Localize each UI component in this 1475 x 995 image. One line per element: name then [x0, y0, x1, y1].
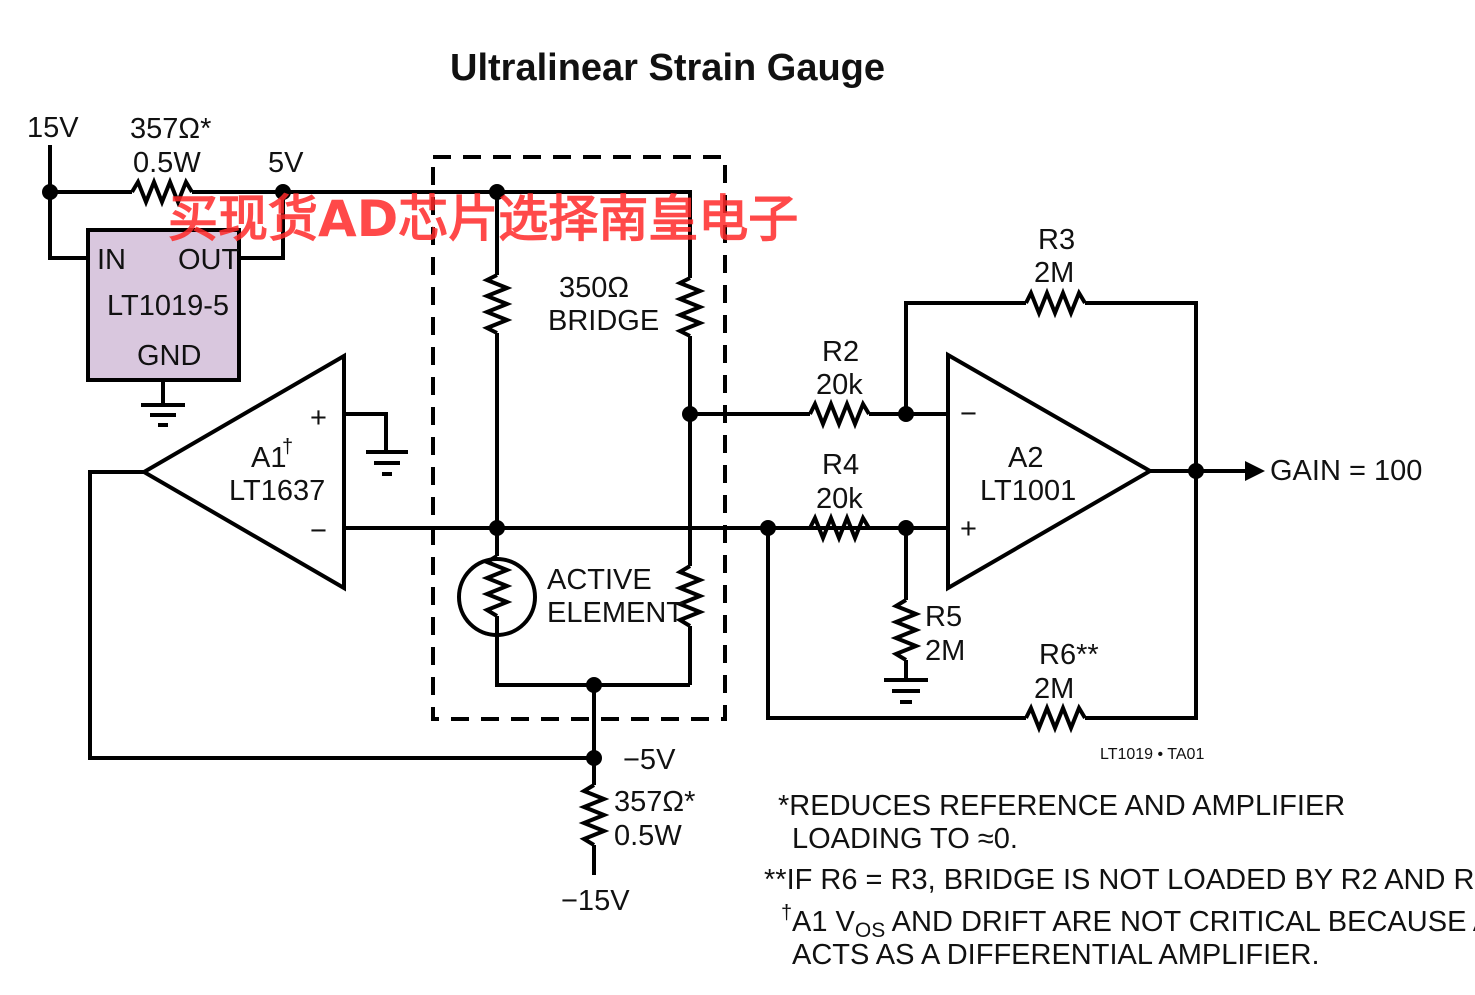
a1-dagger: †	[282, 436, 293, 458]
output-arrow	[1245, 461, 1265, 481]
active-label-2: ELEMENT	[547, 597, 684, 629]
a1-plus: +	[310, 402, 327, 434]
a1-minus: −	[310, 515, 327, 547]
r-bottom-power: 0.5W	[614, 820, 682, 852]
regulator-in: IN	[97, 244, 126, 276]
a2-plus: +	[960, 513, 977, 545]
a2-minus: −	[960, 398, 977, 430]
node-5v	[275, 184, 291, 200]
r4-name: R4	[822, 449, 859, 481]
node-r4-left	[760, 520, 776, 536]
node-output	[1188, 463, 1204, 479]
node-neg5v	[586, 750, 602, 766]
top-supply-wiring	[48, 145, 692, 278]
node-a2-inv	[898, 406, 914, 422]
a2-name: A2	[1008, 442, 1043, 474]
a1-name: A1	[251, 442, 286, 474]
ref-code: LT1019 • TA01	[1100, 746, 1204, 763]
note2: **IF R6 = R3, BRIDGE IS NOT LOADED BY R2…	[764, 864, 1475, 896]
r2-value: 20k	[816, 369, 863, 401]
a2-part: LT1001	[980, 475, 1076, 507]
note3-b: AND DRIFT ARE NOT CRITICAL BECAUSE A2	[885, 906, 1475, 938]
r6-value: 2M	[1034, 673, 1074, 705]
note3-dagger: †	[781, 902, 792, 924]
watermark: 买现货AD芯片选择南皇电子	[168, 190, 798, 248]
note1-line1: *REDUCES REFERENCE AND AMPLIFIER	[778, 790, 1345, 822]
a1-part: LT1637	[229, 475, 325, 507]
note3-sub: OS	[855, 919, 885, 942]
a1-wiring	[88, 412, 948, 875]
r-top-value: 357Ω*	[130, 113, 211, 145]
r5-value: 2M	[925, 635, 965, 667]
r-bottom-value: 357Ω*	[614, 786, 695, 818]
page-title: Ultralinear Strain Gauge	[450, 47, 885, 89]
node-a2-noninv	[898, 520, 914, 536]
r-top-power: 0.5W	[133, 147, 201, 179]
a2-opamp	[946, 351, 1155, 592]
r6-name: R6**	[1039, 639, 1099, 671]
r3-name: R3	[1038, 224, 1075, 256]
a1-opamp	[140, 352, 346, 592]
active-label-1: ACTIVE	[547, 564, 652, 596]
r4-value: 20k	[816, 483, 863, 515]
label-15v: 15V	[27, 112, 79, 144]
active-element-circle	[457, 557, 537, 637]
bridge-shield	[431, 155, 727, 721]
regulator-part: LT1019-5	[107, 290, 229, 322]
bridge-label: BRIDGE	[548, 305, 659, 337]
note3-line2: ACTS AS A DIFFERENTIAL AMPLIFIER.	[792, 939, 1320, 971]
r5-name: R5	[925, 601, 962, 633]
note1-line2: LOADING TO ≈0.	[792, 823, 1018, 855]
regulator-out: OUT	[178, 244, 240, 276]
regulator-ground-symbol	[141, 380, 185, 427]
output-gain: GAIN = 100	[1270, 455, 1422, 487]
note3-line1: A1 VOS AND DRIFT ARE NOT CRITICAL BECAUS…	[792, 906, 1475, 942]
r2-name: R2	[822, 336, 859, 368]
label-neg15v: −15V	[561, 885, 630, 917]
regulator-gnd: GND	[137, 340, 201, 372]
bridge-value: 350Ω	[559, 272, 629, 304]
note3-a: A1 V	[792, 906, 856, 938]
r3-value: 2M	[1034, 257, 1074, 289]
a2-wiring	[690, 287, 1245, 734]
node-15v	[42, 184, 58, 200]
label-5v: 5V	[268, 147, 304, 179]
label-neg5v: −5V	[623, 744, 676, 776]
